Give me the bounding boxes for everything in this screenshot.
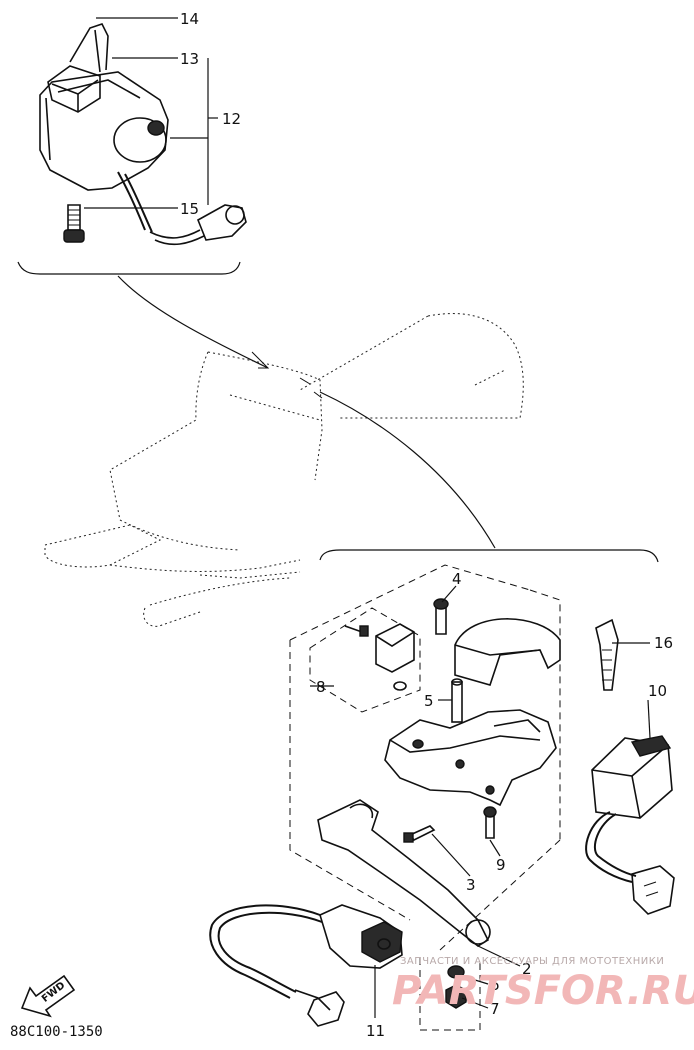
assembly-bracket	[319, 549, 659, 563]
callout-9: 9	[496, 856, 506, 874]
callout-11: 11	[366, 1022, 385, 1040]
callout-8: 8	[316, 678, 326, 696]
callout-4: 4	[452, 570, 462, 588]
brake-lever-assembly	[209, 564, 675, 1031]
throttle-housing-assembly	[39, 23, 247, 246]
callout-leaders-top	[84, 17, 218, 209]
callout-2: 2	[522, 960, 532, 978]
callout-5: 5	[424, 692, 434, 710]
watermark-tagline: ЗАПЧАСТИ И АКСЕССУАРЫ ДЛЯ МОТОТЕХНИКИ	[400, 956, 664, 967]
watermark-logo: PARTSFOR.RU	[392, 968, 694, 1014]
callout-14: 14	[180, 10, 199, 28]
pointer-line-upper	[117, 275, 269, 369]
callout-16: 16	[654, 634, 673, 652]
callout-leaders-lower	[310, 585, 651, 1018]
callout-13: 13	[180, 50, 199, 68]
callout-12: 12	[222, 110, 241, 128]
callout-labels: 14 13 12 15 4 16 8 5 10 9 3 2 6 7 11	[180, 10, 673, 1040]
inset-bracket	[17, 261, 241, 275]
snowmobile-outline	[44, 313, 524, 627]
callout-7: 7	[490, 1000, 500, 1018]
callout-10: 10	[648, 682, 667, 700]
forward-arrow: FWD	[20, 974, 76, 1018]
callout-15: 15	[180, 200, 199, 218]
watermark: ЗАПЧАСТИ И АКСЕССУАРЫ ДЛЯ МОТОТЕХНИКИ PA…	[392, 956, 694, 1014]
diagram-code: 88C100-1350	[10, 1024, 103, 1040]
callout-6: 6	[490, 976, 500, 994]
callout-3: 3	[466, 876, 476, 894]
pointer-line-lower	[319, 391, 496, 549]
